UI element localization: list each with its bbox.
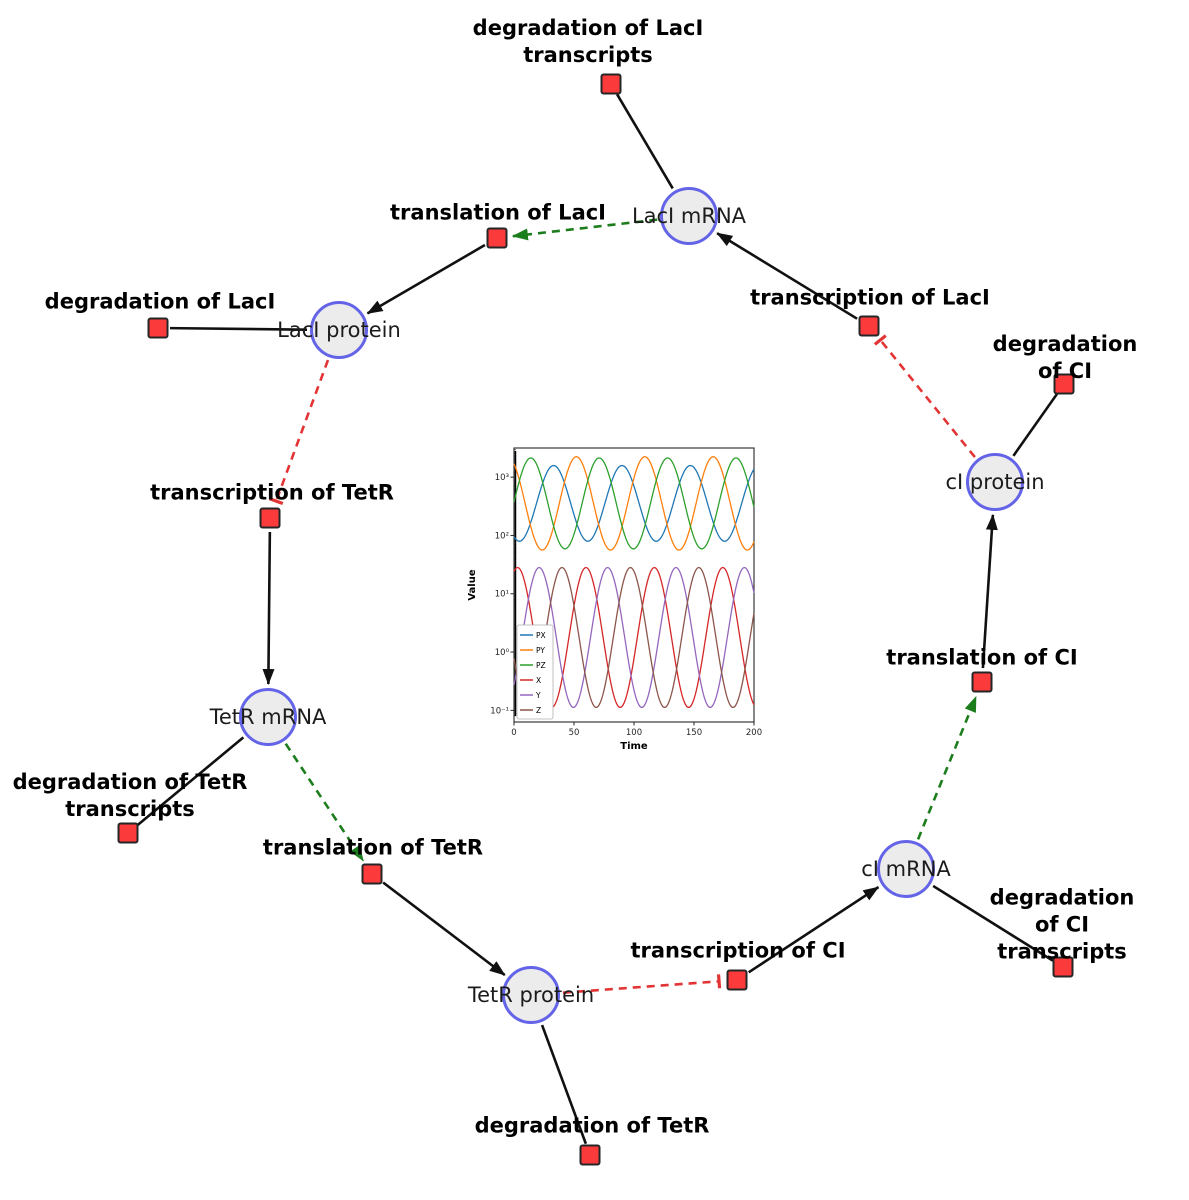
series-Y	[513, 566, 755, 708]
y-tick-label: 10³	[495, 473, 509, 483]
series-Z	[513, 566, 755, 708]
reaction-node-translation_ci[interactable]	[971, 671, 993, 693]
species-node-tetr_mrna[interactable]	[239, 688, 297, 746]
legend-label-PY: PY	[536, 646, 545, 655]
y-tick-label: 10⁻¹	[490, 706, 509, 716]
edge-inhibitor-ci_protein-transcription_laci	[873, 334, 976, 458]
x-tick-label: 100	[626, 728, 642, 738]
series-PZ	[513, 457, 755, 550]
reaction-node-translation_laci[interactable]	[486, 227, 508, 249]
series-X	[513, 566, 755, 708]
reaction-label-transcription_tetr: transcription of TetR	[150, 480, 394, 505]
reaction-node-deg_ci[interactable]	[1053, 373, 1075, 395]
edge-reactant-tetr_protein-deg_tetr	[540, 1024, 588, 1145]
reaction-label-translation_tetr: translation of TetR	[262, 835, 484, 860]
y-tick-label: 10⁰	[495, 648, 510, 658]
edge-modifier-ci_mrna-translation_ci	[916, 695, 978, 840]
edge-reactant-tetr_mrna-deg_tetr_tx	[136, 736, 245, 827]
x-tick-label: 150	[686, 728, 702, 738]
reaction-node-deg_tetr[interactable]	[579, 1144, 601, 1166]
reaction-label-deg_laci: degradation of LacI	[44, 289, 276, 314]
edge-reactant-ci_mrna-deg_ci_tx	[932, 884, 1054, 962]
x-tick-label: 0	[511, 728, 516, 738]
edge-product-translation_laci-laci_protein	[366, 243, 486, 315]
edge-product-transcription_ci-ci_mrna	[747, 886, 880, 974]
species-node-tetr_protein[interactable]	[502, 966, 560, 1024]
edge-product-transcription_tetr-tetr_mrna	[262, 531, 275, 686]
x-tick-label: 200	[746, 728, 762, 738]
legend-label-Z: Z	[536, 706, 541, 715]
legend-label-Y: Y	[535, 691, 541, 700]
edge-modifier-tetr_mrna-translation_tetr	[284, 742, 365, 862]
reaction-label-transcription_laci: transcription of LacI	[750, 285, 990, 310]
reaction-node-deg_laci[interactable]	[147, 317, 169, 339]
reaction-label-translation_laci: translation of LacI	[390, 200, 606, 225]
edge-inhibitor-tetr_protein-transcription_ci	[562, 974, 722, 994]
edge-product-transcription_laci-laci_mrna	[716, 232, 858, 320]
edge-inhibitor-laci_protein-transcription_tetr	[269, 359, 330, 506]
legend-label-PZ: PZ	[536, 661, 546, 670]
species-node-laci_mrna[interactable]	[660, 187, 718, 245]
legend-label-X: X	[536, 676, 541, 685]
reaction-node-deg_laci_tx[interactable]	[600, 73, 622, 95]
species-node-laci_protein[interactable]	[310, 301, 368, 359]
reaction-node-transcription_tetr[interactable]	[259, 507, 281, 529]
species-label-laci_mrna: LacI mRNA	[631, 204, 747, 228]
reaction-label-deg_tetr_tx: degradation of TetR transcripts	[12, 770, 248, 821]
reaction-label-transcription_ci: transcription of CI	[630, 938, 846, 963]
reaction-node-transcription_ci[interactable]	[726, 969, 748, 991]
species-label-ci_protein: cI protein	[945, 470, 1045, 494]
legend-label-PX: PX	[536, 631, 546, 640]
reaction-node-translation_tetr[interactable]	[361, 863, 383, 885]
edge-product-translation_tetr-tetr_protein	[382, 881, 506, 977]
species-label-tetr_mrna: TetR mRNA	[209, 705, 327, 729]
reaction-node-deg_tetr_tx[interactable]	[117, 822, 139, 844]
reaction-node-deg_ci_tx[interactable]	[1052, 956, 1074, 978]
species-label-ci_mrna: cI mRNA	[861, 857, 951, 881]
x-tick-label: 50	[569, 728, 580, 738]
x-axis-label: Time	[620, 741, 648, 752]
edge-product-translation_ci-ci_protein	[981, 513, 998, 669]
edge-reactant-laci_mrna-deg_laci_tx	[615, 93, 674, 190]
species-node-ci_mrna[interactable]	[877, 840, 935, 898]
species-label-laci_protein: LacI protein	[277, 318, 401, 342]
reaction-label-deg_tetr: degradation of TetR	[474, 1113, 710, 1138]
edge-reactant-ci_protein-deg_ci	[1012, 393, 1059, 457]
edge-modifier-laci_mrna-translation_laci	[511, 218, 658, 241]
edge-reactant-laci_protein-deg_laci	[169, 326, 308, 331]
y-tick-label: 10¹	[495, 590, 509, 600]
y-axis-label: Value	[467, 569, 478, 600]
reaction-label-translation_ci: translation of CI	[886, 645, 1078, 670]
species-label-tetr_protein: TetR protein	[467, 983, 595, 1007]
legend-box	[516, 624, 554, 720]
reaction-label-deg_ci_tx: degradation of CI transcripts	[989, 885, 1135, 964]
series-PY	[513, 456, 755, 551]
y-tick-label: 10²	[495, 531, 509, 541]
reaction-node-transcription_laci[interactable]	[858, 315, 880, 337]
reaction-label-deg_laci_tx: degradation of LacI transcripts	[472, 16, 704, 67]
species-node-ci_protein[interactable]	[966, 453, 1024, 511]
reaction-label-deg_ci: degradation of CI	[992, 332, 1138, 383]
